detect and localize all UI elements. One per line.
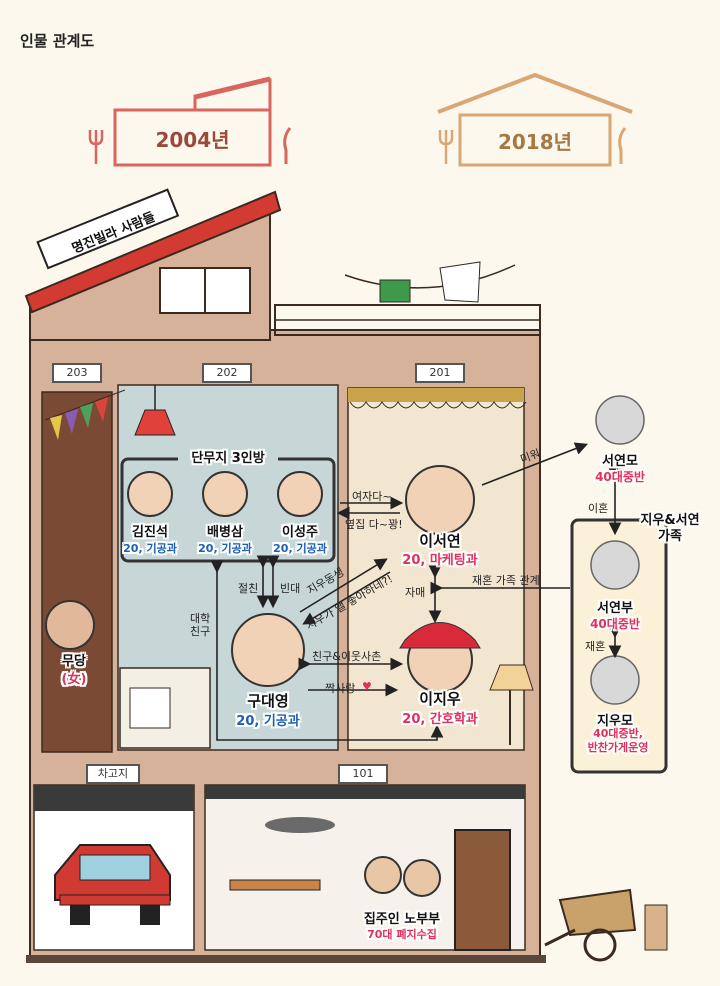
person-desc-leesungju: 20, 기공과	[273, 542, 327, 555]
relation-best-friend: 절친	[238, 582, 259, 595]
relation-college-friend: 대학 친구	[190, 612, 211, 638]
garage-plate: 차고지	[86, 764, 140, 784]
relation-remarried-family: 재혼 가족 관계	[472, 574, 540, 587]
person-name-gudaeyoung: 구대영	[247, 692, 289, 710]
relation-arrows	[210, 442, 622, 741]
person-name-seoyeonmo: 서연모	[602, 454, 638, 469]
person-desc-jiwoomo: 40대중반, 반찬가게운영	[587, 727, 649, 754]
relation-moocher: 빈대	[280, 582, 301, 595]
group-title: 단무지 3인방	[178, 447, 278, 466]
relation-woman: 여자다~	[352, 490, 392, 503]
person-desc-mudang: (女)	[61, 672, 87, 687]
year-2004-house-icon	[88, 76, 292, 167]
room-201-plate: 201	[415, 363, 465, 383]
room-203-plate: 203	[52, 363, 102, 383]
relation-crush: 짝사랑	[325, 682, 356, 695]
cart-icon	[544, 888, 668, 962]
person-name-leesungju: 이성주	[282, 525, 318, 540]
heart-icon: ♥	[362, 680, 372, 693]
person-name-baebyungsam: 배병삼	[207, 525, 243, 540]
person-desc-kimjinseok: 20, 기공과	[123, 542, 177, 555]
person-desc-landlords: 70대 폐지수집	[367, 928, 437, 941]
person-name-leeseoyeon: 이서연	[419, 532, 461, 550]
page-title: 인물 관계도	[20, 32, 95, 50]
person-name-kimjinseok: 김진석	[132, 525, 168, 540]
person-name-leejiwoo: 이지우	[419, 690, 461, 708]
year-2004-label: 2004년	[155, 128, 230, 152]
room-202-plate: 202	[202, 363, 252, 383]
person-desc-seoyeonmo: 40대중반	[595, 470, 645, 484]
person-name-mudang: 무당	[62, 654, 86, 669]
relation-divorce: 이혼	[588, 502, 609, 515]
relation-neighbor-pretty: 옆집 다~꽝!	[345, 518, 403, 531]
person-name-seoyeonbu: 서연부	[597, 601, 633, 616]
year-2018-label: 2018년	[497, 130, 573, 154]
person-name-landlords: 집주인 노부부	[363, 912, 441, 927]
relation-remarry: 재혼	[585, 640, 606, 653]
room-101-plate: 101	[338, 764, 388, 784]
person-desc-seoyeonbu: 40대중반	[590, 617, 640, 631]
car-icon	[54, 844, 171, 925]
relation-friends-neighbors: 친구&이웃사촌	[312, 650, 382, 663]
family-group-title: 지우&서연 가족	[640, 513, 700, 544]
relation-sisters: 자매	[405, 586, 426, 599]
person-desc-baebyungsam: 20, 기공과	[198, 542, 252, 555]
year-2018-house-icon	[437, 72, 633, 167]
person-desc-leejiwoo: 20, 간호학과	[402, 712, 478, 727]
person-name-jiwoomo: 지우모	[597, 714, 633, 729]
person-desc-leeseoyeon: 20, 마케팅과	[402, 553, 478, 568]
person-desc-gudaeyoung: 20, 기공과	[236, 714, 300, 729]
